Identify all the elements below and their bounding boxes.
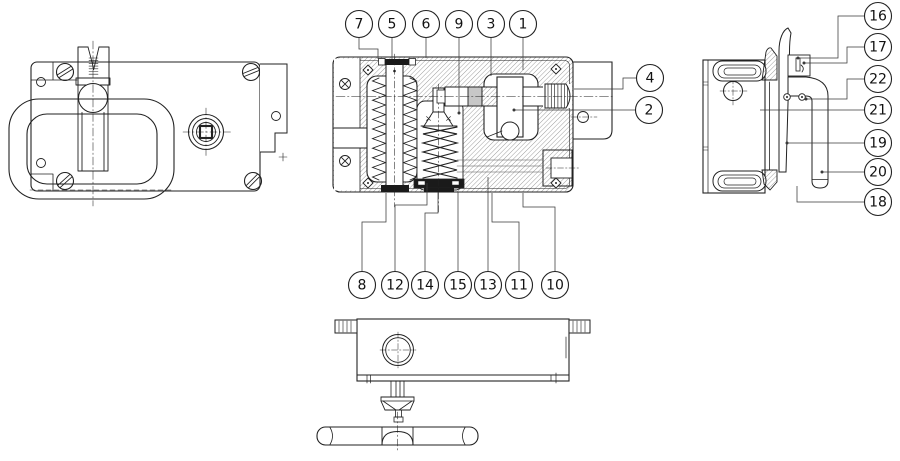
- coil-spring: [420, 126, 460, 179]
- callout-number-2: 2: [645, 103, 654, 119]
- section-view: [332, 53, 615, 213]
- callout-19: 19: [785, 128, 893, 158]
- rod-bottom-cap: [381, 185, 409, 192]
- reference-lines: [456, 159, 544, 173]
- callout-number-17: 17: [869, 40, 887, 56]
- rod-top-cap: [385, 59, 409, 65]
- screw-top-right: [241, 62, 261, 82]
- bottom-plate: [356, 318, 570, 382]
- hole: [271, 111, 281, 121]
- bolt-cylinder: [486, 76, 524, 141]
- guide-bracket: [380, 396, 415, 423]
- callout-number-7: 7: [355, 17, 364, 33]
- callout-4: 4: [574, 63, 665, 93]
- callout-12: 12: [380, 183, 428, 300]
- callout-number-10: 10: [546, 278, 564, 294]
- callout-20: 20: [820, 157, 893, 187]
- top-clevis-wedge: [761, 47, 778, 81]
- right-spring: [402, 77, 418, 181]
- callout-number-1: 1: [519, 17, 528, 33]
- callout-2: 2: [512, 95, 664, 125]
- hole: [36, 77, 46, 87]
- bottom-lobe: [712, 170, 767, 192]
- right-end-tab: [568, 319, 591, 334]
- callout-number-8: 8: [358, 278, 367, 294]
- pivot-screws: [783, 93, 806, 101]
- callout-number-9: 9: [455, 17, 464, 33]
- stem-lines: [390, 380, 405, 398]
- rod-assembly: [371, 53, 418, 208]
- screw-bottom-left: [55, 171, 75, 191]
- flange-screws: [339, 78, 351, 167]
- callout-13: 13: [473, 177, 503, 300]
- callout-15: 15: [443, 192, 473, 300]
- boss-circle: [379, 331, 417, 369]
- pin-box: [787, 54, 811, 77]
- thread-lines: [88, 57, 99, 75]
- callout-8: 8: [347, 193, 387, 300]
- callout-18: 18: [796, 186, 893, 217]
- hole: [36, 158, 46, 168]
- callout-14: 14: [410, 192, 440, 300]
- screw-top-left: [55, 62, 75, 82]
- callout-number-16: 16: [869, 9, 887, 25]
- callout-1: 1: [508, 9, 538, 70]
- left-flange: [334, 58, 360, 191]
- callout-6: 6: [411, 9, 441, 58]
- top-lobe: [712, 60, 767, 82]
- square-shaft-bushing: [182, 107, 232, 157]
- callout-number-4: 4: [646, 71, 655, 87]
- callout-number-21: 21: [869, 103, 887, 119]
- callout-3: 3: [476, 9, 506, 76]
- keeper-slot: [333, 127, 369, 149]
- callout-number-19: 19: [869, 136, 887, 152]
- coil-spring: [420, 126, 460, 179]
- screw-bottom-right: [243, 171, 263, 191]
- bottom-view: [316, 318, 591, 453]
- callout-number-20: 20: [869, 165, 887, 181]
- bolt-pin-circle: [500, 121, 520, 141]
- pivot-circle: [78, 83, 108, 113]
- callout-17: 17: [802, 32, 893, 65]
- front-plate: [30, 61, 261, 192]
- bottom-clevis-wedge: [761, 169, 778, 191]
- bail-handle: [8, 98, 175, 200]
- threaded-end: [544, 83, 571, 109]
- callout-number-6: 6: [422, 17, 431, 33]
- callout-10: 10: [522, 193, 570, 300]
- handle-arm: [787, 76, 829, 189]
- center-mark: [278, 152, 288, 162]
- callout-number-5: 5: [388, 17, 397, 33]
- callout-5: 5: [377, 9, 407, 59]
- corner-block-lines: [30, 61, 78, 192]
- callout-21: 21: [760, 95, 893, 125]
- callout-number-14: 14: [416, 278, 434, 294]
- callout-11: 11: [491, 193, 534, 300]
- callout-7: 7: [344, 9, 379, 59]
- left-end-tab: [334, 319, 358, 334]
- front-view: [8, 40, 288, 207]
- v-notch: [87, 46, 100, 71]
- callout-number-11: 11: [510, 278, 528, 294]
- callout-16: 16: [796, 1, 893, 60]
- callout-number-18: 18: [869, 195, 887, 211]
- spring-clip: [800, 64, 804, 73]
- right-flange: [572, 61, 613, 140]
- callout-number-13: 13: [479, 278, 497, 294]
- side-view: [702, 27, 829, 194]
- callout-number-15: 15: [449, 278, 467, 294]
- callout-number-3: 3: [487, 17, 496, 33]
- callout-9: 9: [444, 9, 474, 115]
- callout-number-12: 12: [386, 278, 404, 294]
- corner-screws: [362, 63, 562, 189]
- left-spring: [371, 77, 387, 181]
- callout-number-22: 22: [869, 72, 887, 88]
- latch-strip: [75, 40, 111, 207]
- callout-22: 22: [804, 64, 893, 101]
- mount-tab: [259, 63, 288, 153]
